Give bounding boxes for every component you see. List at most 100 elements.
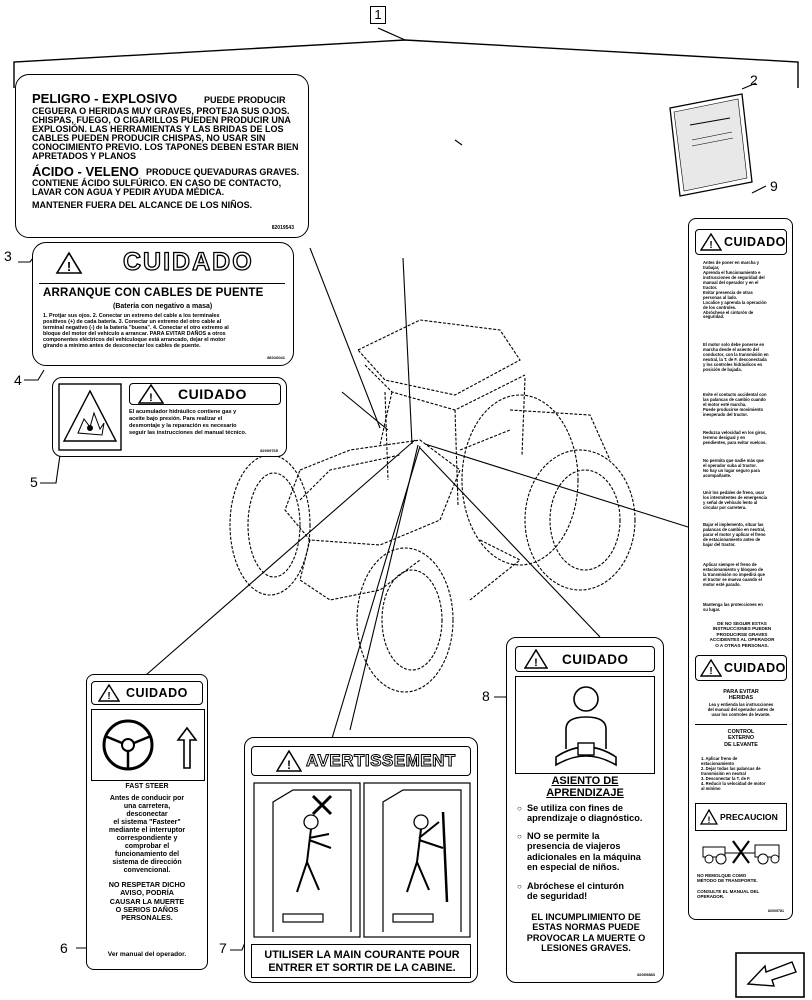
svg-text:!: ! bbox=[709, 240, 712, 251]
svg-text:!: ! bbox=[709, 666, 712, 677]
vertical-item-2: El motor solo debe ponerse en marcha des… bbox=[703, 342, 769, 372]
vertical-item-3: Evite el contacto accidental con las pal… bbox=[703, 392, 767, 417]
vertical-item-8: Aplicar siempre el freno de estacionamie… bbox=[703, 562, 765, 587]
asiento-footer: EL INCUMPLIMIENTO DE ESTAS NORMAS PUEDE … bbox=[526, 912, 646, 954]
warning-triangle-icon: ! bbox=[98, 684, 120, 702]
warning-triangle-icon: ! bbox=[524, 649, 548, 669]
callout-5: 5 bbox=[30, 474, 38, 490]
fast-steer-footer: Ver manual del operador. bbox=[107, 951, 187, 958]
callout-4: 4 bbox=[14, 372, 22, 388]
decal-peligro-explosivo: PELIGRO - EXPLOSIVO PUEDE PRODUCIR CEGUE… bbox=[15, 74, 309, 238]
svg-text:!: ! bbox=[287, 758, 291, 772]
avertissement-footer: UTILISER LA MAIN COURANTE POUR ENTRER ET… bbox=[264, 949, 460, 974]
peligro-body: CEGUERA O HERIDAS MUY GRAVES, PROTEJA SU… bbox=[32, 106, 299, 161]
decal-avertissement: ! AVERTISSEMENT UTILISER LA MAIN COURANT… bbox=[244, 737, 478, 983]
arranque-code: 86016041 bbox=[267, 355, 285, 360]
svg-text:!: ! bbox=[67, 259, 71, 274]
decal-acumulador: ! CUIDADO El acumulador hidráulico conti… bbox=[52, 377, 287, 457]
vertical-final: NO REMOLQUE COMO MÉTODO DE TRANSPORTE. C… bbox=[697, 873, 760, 900]
peligro-code: 82019543 bbox=[271, 225, 294, 231]
vertical-banner3: PRECAUCION bbox=[720, 812, 778, 822]
warning-triangle-icon: ! bbox=[700, 809, 718, 825]
svg-text:!: ! bbox=[534, 657, 538, 669]
fast-steer-banner-box: ! CUIDADO bbox=[91, 681, 203, 705]
vertical-item-7: Bajar el implemento, situar las palancas… bbox=[703, 522, 766, 547]
bullet-3-marker: ○ bbox=[517, 882, 522, 891]
tractor-illustration bbox=[229, 319, 636, 693]
avertissement-banner: AVERTISSEMENT bbox=[306, 751, 456, 771]
steering-wheel-icon bbox=[102, 719, 198, 771]
acido-body: CONTIENE ÁCIDO SULFÚRICO. EN CASO DE CON… bbox=[32, 178, 282, 198]
asiento-bullet-3: Abróchese el cinturón de seguridad! bbox=[527, 881, 624, 902]
avertissement-banner-box: ! AVERTISSEMENT bbox=[251, 746, 471, 776]
acido-title: ÁCIDO - VELENO bbox=[32, 164, 139, 179]
asiento-bullet-1: Se utiliza con fines de aprendizaje o di… bbox=[527, 803, 643, 824]
acido-title-suffix: PRODUCE QUEVADURAS GRAVES. bbox=[146, 167, 300, 177]
next-page-arrow-icon bbox=[735, 952, 805, 998]
vertical-banner2: CUIDADO bbox=[724, 661, 786, 675]
asiento-banner: CUIDADO bbox=[562, 651, 629, 667]
asiento-code: 82009883 bbox=[637, 972, 655, 977]
warning-triangle-icon: ! bbox=[700, 233, 722, 251]
callout-9: 9 bbox=[770, 178, 778, 194]
decal-fast-steer: ! CUIDADO FAST STEER Antes de conducir p… bbox=[86, 674, 208, 970]
vertical-item-1: Antes de poner en marcha y trabajar, Apr… bbox=[703, 260, 767, 320]
asiento-title: ASIENTO DE APRENDIZAJE bbox=[546, 775, 624, 799]
vertical-code: 82009781 bbox=[768, 909, 784, 913]
peligro-title: PELIGRO - EXPLOSIVO bbox=[32, 91, 178, 106]
svg-text:!: ! bbox=[107, 691, 110, 702]
decal-asiento-aprendizaje: ! CUIDADO ASIENTO DE APRENDIZAJE ○ Se ut… bbox=[506, 637, 664, 983]
warning-triangle-icon: ! bbox=[276, 750, 302, 772]
bullet-1-marker: ○ bbox=[517, 804, 522, 813]
acumulador-body: El acumulador hidráulico contiene gas y … bbox=[129, 409, 247, 437]
vertical-banner1-box: ! CUIDADO bbox=[695, 229, 787, 255]
warning-triangle-icon: ! bbox=[55, 251, 83, 274]
peligro-title-suffix: PUEDE PRODUCIR bbox=[204, 95, 286, 105]
svg-text:!: ! bbox=[149, 392, 153, 404]
vertical-control-title: CONTROL EXTERNO DE LEVANTE bbox=[724, 729, 758, 748]
callout-3: 3 bbox=[4, 248, 12, 264]
callout-8: 8 bbox=[482, 688, 490, 704]
avertissement-footer-box: UTILISER LA MAIN COURANTE POUR ENTRER ET… bbox=[251, 944, 471, 978]
arranque-banner: CUIDADO bbox=[122, 247, 254, 276]
vertical-evitar-title: PARA EVITAR HERIDAS bbox=[723, 689, 759, 702]
acumulador-banner-box: ! CUIDADO bbox=[129, 383, 281, 405]
vertical-banner2-box: ! CUIDADO bbox=[695, 655, 787, 681]
acido-keep-away: MANTENER FUERA DEL ALCANCE DE LOS NIÑOS. bbox=[32, 200, 253, 210]
vertical-control-steps: 1. Aplicar freno de estacionamiento 2. D… bbox=[701, 756, 766, 791]
vertical-banner3-box: ! PRECAUCION bbox=[695, 803, 787, 831]
vertical-item-5: No permita que nadie más que el operador… bbox=[703, 458, 764, 478]
vertical-item-9: Mantenga las protecciones en su lugar. bbox=[703, 602, 763, 612]
callout-2: 2 bbox=[750, 72, 758, 88]
bullet-2-marker: ○ bbox=[517, 832, 522, 841]
vertical-banner1: CUIDADO bbox=[724, 235, 786, 249]
callout-1: 1 bbox=[370, 6, 386, 24]
manual-booklet-illustration bbox=[669, 93, 753, 197]
no-tow-pictogram bbox=[702, 840, 780, 865]
decal-vertical-safety: ! CUIDADO Antes de poner en marcha y tra… bbox=[688, 218, 793, 920]
acumulador-banner: CUIDADO bbox=[178, 386, 247, 402]
fast-steer-warning: NO RESPETAR DICHO AVISO, PODRÍA CAUSAR L… bbox=[108, 880, 186, 923]
vertical-item-4: Reduzca velocidad en los giros, terreno … bbox=[703, 430, 767, 445]
acumulador-code: 82009765 bbox=[260, 448, 278, 453]
svg-text:!: ! bbox=[708, 815, 711, 825]
handrail-pictogram bbox=[253, 782, 471, 938]
asiento-banner-box: ! CUIDADO bbox=[515, 646, 655, 672]
vertical-evitar-body: Lea y entienda las instrucciones del man… bbox=[707, 702, 775, 717]
callout-6: 6 bbox=[60, 940, 68, 956]
decal-arranque-cables: ! CUIDADO ARRANQUE CON CABLES DE PUENTE … bbox=[32, 242, 294, 366]
seated-person-icon bbox=[555, 686, 617, 767]
warning-triangle-icon: ! bbox=[700, 659, 722, 677]
vertical-item-6: Unir los pedales de freno, usar los inte… bbox=[703, 490, 767, 510]
arranque-body: 1. Protjar sus ojos. 2. Conectar un extr… bbox=[43, 313, 229, 350]
asiento-bullet-2: NO se permite la presencia de viajeros a… bbox=[527, 831, 641, 872]
explosion-hazard-icon bbox=[58, 383, 122, 451]
fast-steer-body: Antes de conducir por una carretera, des… bbox=[108, 795, 186, 874]
fast-steer-banner: CUIDADO bbox=[126, 686, 188, 700]
steering-pictogram bbox=[91, 709, 205, 781]
seatbelt-pictogram bbox=[515, 676, 655, 774]
fast-steer-title: FAST STEER bbox=[125, 783, 169, 790]
callout-7: 7 bbox=[219, 940, 227, 956]
warning-triangle-icon: ! bbox=[138, 384, 164, 404]
